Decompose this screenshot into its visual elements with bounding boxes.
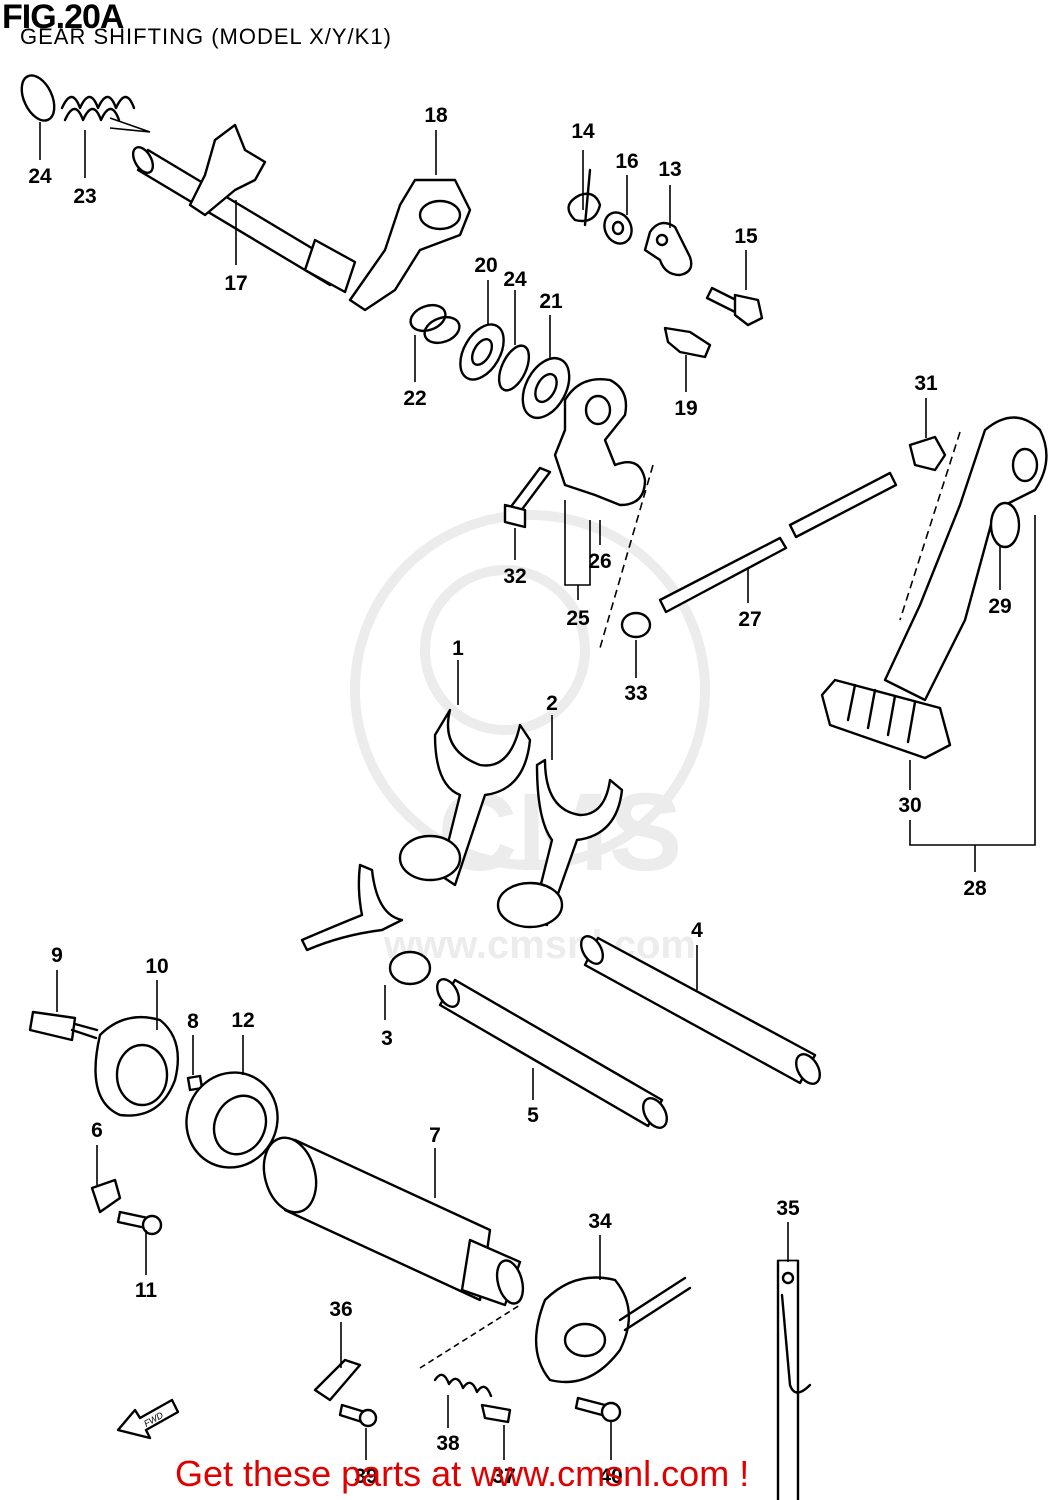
part-label: 32 bbox=[503, 565, 526, 588]
part-label: 31 bbox=[914, 372, 938, 395]
part-16-washer bbox=[603, 211, 633, 245]
part-14-clip bbox=[567, 168, 602, 227]
part-label: 12 bbox=[231, 1009, 254, 1032]
part-35-bracket bbox=[776, 1259, 812, 1500]
part-label: 28 bbox=[963, 877, 987, 900]
part-31-nut bbox=[908, 435, 947, 472]
part-24-circlip bbox=[20, 74, 56, 122]
part-label: 37 bbox=[492, 1465, 515, 1488]
part-11-screw bbox=[116, 1210, 163, 1236]
part-label: 7 bbox=[429, 1124, 441, 1147]
part-label: 14 bbox=[571, 120, 595, 143]
part-label: 19 bbox=[674, 397, 697, 420]
part-17-shift-shaft bbox=[131, 123, 357, 294]
part-6-plate bbox=[90, 1178, 122, 1214]
part-number-labels: 24 23 17 18 14 16 13 15 20 24 21 22 19 3… bbox=[28, 104, 1011, 1488]
watermark-url: www.cmsnl.com bbox=[383, 923, 696, 967]
part-label: 36 bbox=[329, 1298, 352, 1321]
part-24-circlip-b bbox=[497, 344, 531, 392]
part-label: 13 bbox=[658, 158, 681, 181]
part-28-shift-lever bbox=[883, 416, 1048, 702]
part-1-shift-fork bbox=[398, 708, 532, 887]
figure-subtitle: GEAR SHIFTING (MODEL X/Y/K1) bbox=[20, 24, 392, 49]
part-label: 11 bbox=[135, 1279, 158, 1302]
part-15-bolt bbox=[705, 286, 764, 327]
part-label: 9 bbox=[51, 944, 63, 967]
part-label: 22 bbox=[403, 387, 426, 410]
part-label: 15 bbox=[734, 225, 758, 248]
part-label: 38 bbox=[436, 1432, 460, 1455]
figure-title: FIG.20A bbox=[2, 0, 124, 36]
part-20-washer bbox=[459, 323, 505, 381]
part-label: 6 bbox=[91, 1119, 103, 1142]
part-21-bearing bbox=[521, 357, 571, 419]
part-34-cam-stopper bbox=[535, 1276, 692, 1384]
part-label: 40 bbox=[599, 1465, 622, 1488]
part-27-link-rod bbox=[620, 471, 898, 639]
part-label: 24 bbox=[28, 165, 52, 188]
part-label: 3 bbox=[381, 1027, 393, 1050]
part-label: 18 bbox=[424, 104, 448, 127]
part-label: 33 bbox=[624, 682, 647, 705]
part-label: 39 bbox=[354, 1465, 377, 1488]
part-32-bolt bbox=[503, 466, 552, 529]
part-13-stopper bbox=[643, 221, 693, 277]
part-label: 2 bbox=[546, 692, 558, 715]
part-38-spring bbox=[433, 1373, 493, 1398]
part-label: 17 bbox=[224, 272, 247, 295]
part-7-gear-shift-cam bbox=[262, 1136, 525, 1307]
part-26-gear-shift-arm bbox=[553, 378, 647, 507]
part-label: 1 bbox=[452, 637, 464, 660]
fwd-arrow-icon: FWD bbox=[116, 1398, 180, 1440]
part-label: 27 bbox=[738, 608, 761, 631]
part-label: 4 bbox=[691, 919, 703, 942]
part-label: 20 bbox=[474, 254, 497, 277]
part-label: 23 bbox=[73, 185, 96, 208]
part-5-fork-shaft bbox=[435, 978, 668, 1129]
part-18-shift-arm bbox=[348, 178, 472, 312]
part-9-pin bbox=[28, 1010, 99, 1042]
part-12-bearing bbox=[185, 1071, 279, 1169]
footer-link[interactable]: Get these parts at www.cmsnl.com ! bbox=[175, 1453, 750, 1494]
part-19-pin bbox=[663, 326, 712, 359]
part-30-lever-rubber bbox=[820, 678, 952, 760]
part-label: 29 bbox=[988, 595, 1011, 618]
part-22-spring bbox=[409, 303, 461, 345]
part-4-fork-shaft bbox=[579, 935, 821, 1085]
part-label: 21 bbox=[539, 290, 563, 313]
part-37-pin bbox=[480, 1403, 512, 1424]
part-label: 24 bbox=[503, 268, 527, 291]
part-label: 35 bbox=[776, 1197, 800, 1220]
part-label: 16 bbox=[615, 150, 638, 173]
part-36-plate bbox=[313, 1358, 362, 1402]
part-label: 26 bbox=[588, 550, 611, 573]
leader-lines bbox=[39, 122, 1036, 1460]
part-label: 5 bbox=[527, 1104, 539, 1127]
part-23-spring bbox=[60, 95, 151, 133]
part-label: 34 bbox=[588, 1210, 612, 1233]
part-label: 8 bbox=[187, 1010, 199, 1033]
part-label: 30 bbox=[898, 794, 921, 817]
part-39-screw bbox=[338, 1403, 378, 1428]
part-label: 10 bbox=[145, 955, 168, 978]
part-3-shift-fork bbox=[300, 863, 432, 986]
part-2-shift-fork bbox=[496, 758, 624, 929]
part-40-screw bbox=[574, 1396, 622, 1423]
part-label: 25 bbox=[566, 607, 590, 630]
part-10-cam-stopper bbox=[94, 1016, 179, 1117]
